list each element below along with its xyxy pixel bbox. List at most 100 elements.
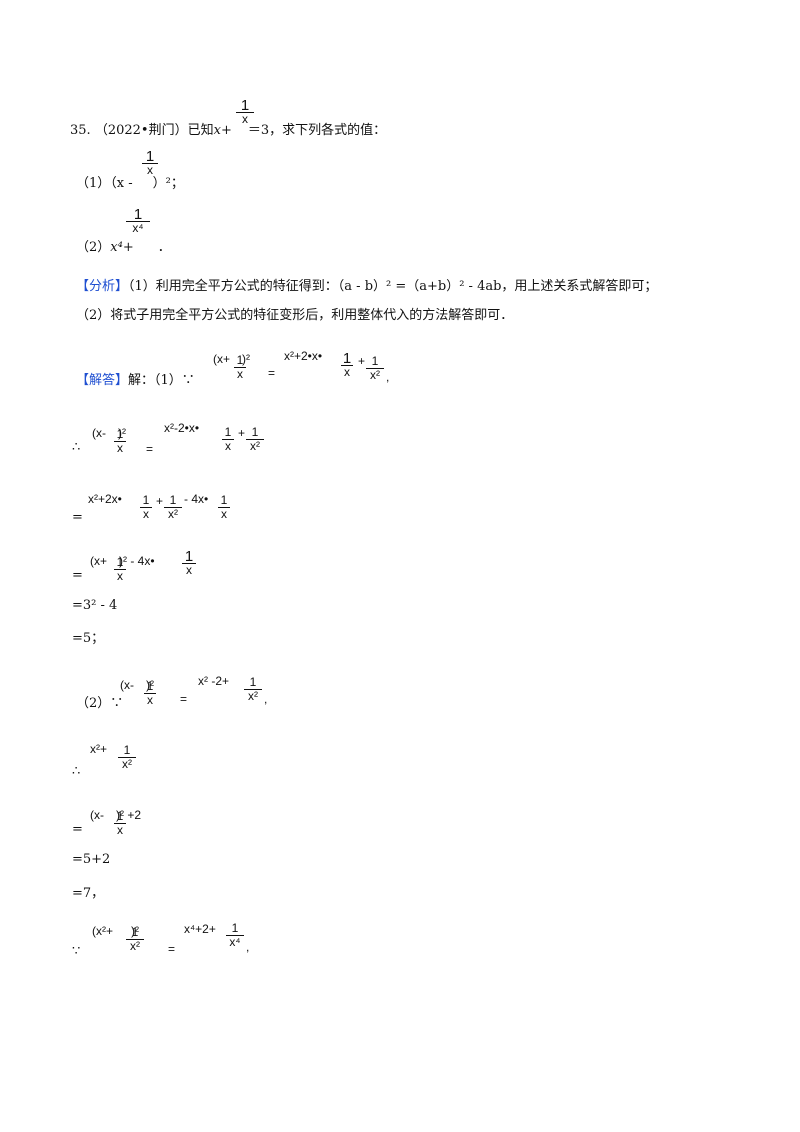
because-3: ∵ bbox=[72, 944, 81, 959]
analysis-line-1: 【分析】（1）利用完全平方公式的特征得到：（a - b）² =（a+b）² - … bbox=[76, 275, 657, 294]
part2-fraction: 1 x⁴ bbox=[126, 207, 150, 235]
fraction-numerator: 1 bbox=[114, 810, 126, 824]
analysis-text-2: （2）将式子用完全平方公式的特征变形后，利用整体代入的方法解答即可． bbox=[76, 308, 514, 323]
p2-s2-open: (x- bbox=[90, 808, 104, 822]
s2-rhs: x²-2•x• bbox=[164, 421, 200, 435]
fraction-numerator: 1 bbox=[246, 426, 264, 440]
p3-comma: , bbox=[246, 940, 250, 954]
part1-fraction: 1 x bbox=[142, 149, 158, 177]
s1-lhs-close: )² bbox=[242, 352, 251, 366]
p2-s4: =7， bbox=[72, 886, 105, 901]
fraction-numerator: 1 bbox=[114, 428, 126, 442]
fraction-denominator: x² bbox=[168, 507, 178, 521]
fraction-numerator: 1 bbox=[144, 680, 156, 694]
analysis-line-2: （2）将式子用完全平方公式的特征变形后，利用整体代入的方法解答即可． bbox=[76, 304, 513, 323]
problem-source: （2022•荆门） bbox=[94, 123, 188, 138]
part2-end: ． bbox=[157, 240, 171, 255]
p2-s2-tail: )² +2 bbox=[116, 808, 142, 822]
part2-line: （2）x⁴+． bbox=[76, 236, 171, 255]
solution-tag: 【解答】 bbox=[76, 373, 129, 388]
fraction-numerator: 1 bbox=[366, 355, 384, 369]
s3-plus: + bbox=[156, 494, 164, 508]
fraction-numerator: 1 bbox=[140, 494, 152, 508]
s1-rhs: x²+2•x• bbox=[284, 349, 323, 363]
p2-lhs-open: (x- bbox=[120, 678, 134, 692]
p2-s2: (x- )² +2 bbox=[90, 808, 141, 822]
therefore-1: ∴ bbox=[72, 440, 81, 455]
s4-eq: = bbox=[72, 568, 83, 583]
p3-eq: = bbox=[168, 942, 176, 956]
analysis-text-1: （1）利用完全平方公式的特征得到：（a - b）² =（a+b）² - 4ab，… bbox=[128, 279, 658, 294]
fraction-denominator: x bbox=[225, 439, 231, 453]
fraction-denominator: x bbox=[147, 693, 153, 707]
fraction-denominator: x⁴ bbox=[229, 935, 241, 949]
fraction-numerator: 1 bbox=[222, 426, 234, 440]
fraction-numerator: 1 bbox=[236, 98, 254, 113]
s1-lhs: (x+)² bbox=[213, 352, 250, 366]
part1-line: （1）（x -）²； bbox=[76, 172, 184, 191]
p2-s2-eq: = bbox=[72, 822, 83, 837]
p2-rhs2: x²+ bbox=[90, 742, 108, 756]
fraction-numerator: 1 bbox=[126, 926, 144, 940]
p2-rhs: x² -2+ bbox=[198, 674, 230, 688]
analysis-tag: 【分析】 bbox=[76, 279, 129, 294]
fraction-numerator: 1 bbox=[126, 207, 150, 222]
fraction-denominator: x bbox=[344, 365, 350, 379]
fraction-numerator: 1 bbox=[234, 354, 246, 368]
s1-comma: , bbox=[386, 370, 390, 384]
fraction-numerator: 1 bbox=[341, 350, 353, 367]
s6-line: =5； bbox=[72, 631, 105, 646]
fraction-numerator: 1 bbox=[114, 556, 126, 570]
p3-lhs-close: )² bbox=[131, 924, 139, 938]
p3-lhs: (x²+ )² bbox=[92, 924, 139, 938]
s4-open: (x+ bbox=[90, 554, 108, 568]
fraction-denominator: x bbox=[242, 112, 248, 126]
fraction-denominator: x² bbox=[250, 439, 260, 453]
p3-lhs-open: (x²+ bbox=[92, 924, 113, 938]
p2-lhs: (x-)² bbox=[120, 678, 154, 692]
solution-line-1: 【解答】解：（1）∵ bbox=[76, 369, 195, 388]
fraction-denominator: x² bbox=[122, 757, 132, 771]
fraction-numerator: 1 bbox=[118, 744, 136, 758]
fraction-denominator: x bbox=[143, 507, 149, 521]
problem-number: 35. bbox=[70, 123, 91, 138]
s4-lead: (x+ )² - 4x• bbox=[90, 554, 155, 568]
p3-rhs: x⁴+2+ bbox=[184, 922, 216, 936]
problem-line: 35. （2022•荆门）已知x+＝3，求下列各式的值： bbox=[70, 119, 386, 138]
fraction-numerator: 1 bbox=[182, 549, 196, 564]
s2-lhs: (x-)² bbox=[92, 426, 126, 440]
fraction-denominator: x⁴ bbox=[132, 221, 144, 235]
s4-mid: )² - 4x• bbox=[119, 554, 155, 568]
fraction-numerator: 1 bbox=[142, 149, 158, 164]
given-fraction: 1 x bbox=[236, 98, 254, 126]
s2-lhs-open: (x- bbox=[92, 426, 106, 440]
part1-close: ）²； bbox=[152, 176, 184, 191]
fraction-denominator: x bbox=[117, 823, 123, 837]
fraction-numerator: 1 bbox=[244, 676, 262, 690]
fraction-denominator: x bbox=[117, 569, 123, 583]
therefore-2: ∴ bbox=[72, 764, 81, 779]
s2-plus: + bbox=[238, 426, 246, 440]
fraction-numerator: 1 bbox=[218, 494, 230, 508]
fraction-denominator: x² bbox=[130, 939, 140, 953]
s3-lead: x²+2x• bbox=[88, 492, 122, 506]
fraction-denominator: x bbox=[186, 563, 192, 577]
s5-line: =3² - 4 bbox=[72, 598, 118, 613]
part1-label: （1） bbox=[76, 176, 111, 191]
s3-mid: - 4x• bbox=[184, 492, 209, 506]
fraction-denominator: x bbox=[237, 367, 243, 381]
